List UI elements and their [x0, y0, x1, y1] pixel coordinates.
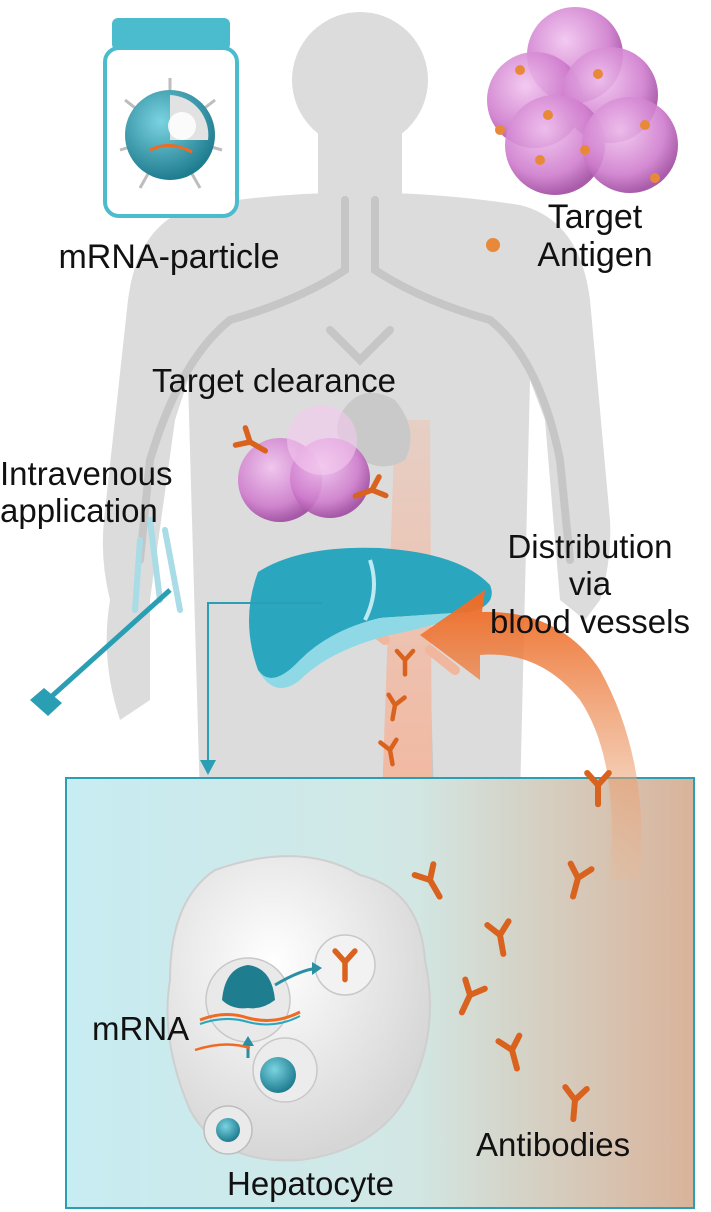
label-target-antigen: Target Antigen [500, 198, 690, 275]
label-target-clearance: Target clearance [152, 362, 396, 399]
label-intravenous-application: Intravenous application [0, 455, 172, 530]
mrna-particle-jar [103, 18, 239, 218]
liver [249, 547, 492, 688]
label-distribution-line3: blood vessels [490, 602, 690, 640]
label-mrna: mRNA [92, 1010, 190, 1047]
label-target: Target [547, 198, 643, 236]
hepatocyte-cell [166, 855, 431, 1162]
syringe-needle [30, 588, 172, 716]
target-antigens [495, 65, 660, 183]
liver-to-hepatocyte-connector [200, 602, 322, 775]
label-intravenous: Intravenous [0, 455, 173, 492]
label-distribution-line2: via [568, 565, 612, 603]
label-distribution: Distribution via blood vessels [470, 528, 710, 640]
label-hepatocyte: Hepatocyte [227, 1165, 394, 1202]
label-antigen: Antigen [537, 236, 653, 275]
antibody-flow-arrow [420, 590, 642, 880]
target-cells-cluster [487, 7, 678, 195]
label-application: application [0, 492, 158, 530]
label-antibodies: Antibodies [476, 1126, 631, 1163]
label-distribution-line1: Distribution [507, 528, 673, 565]
label-mrna-particle: mRNA-particle [58, 238, 280, 276]
target-clearance-cells [236, 405, 386, 522]
antigen-legend-icon [486, 238, 500, 252]
arm-veins [132, 517, 183, 613]
